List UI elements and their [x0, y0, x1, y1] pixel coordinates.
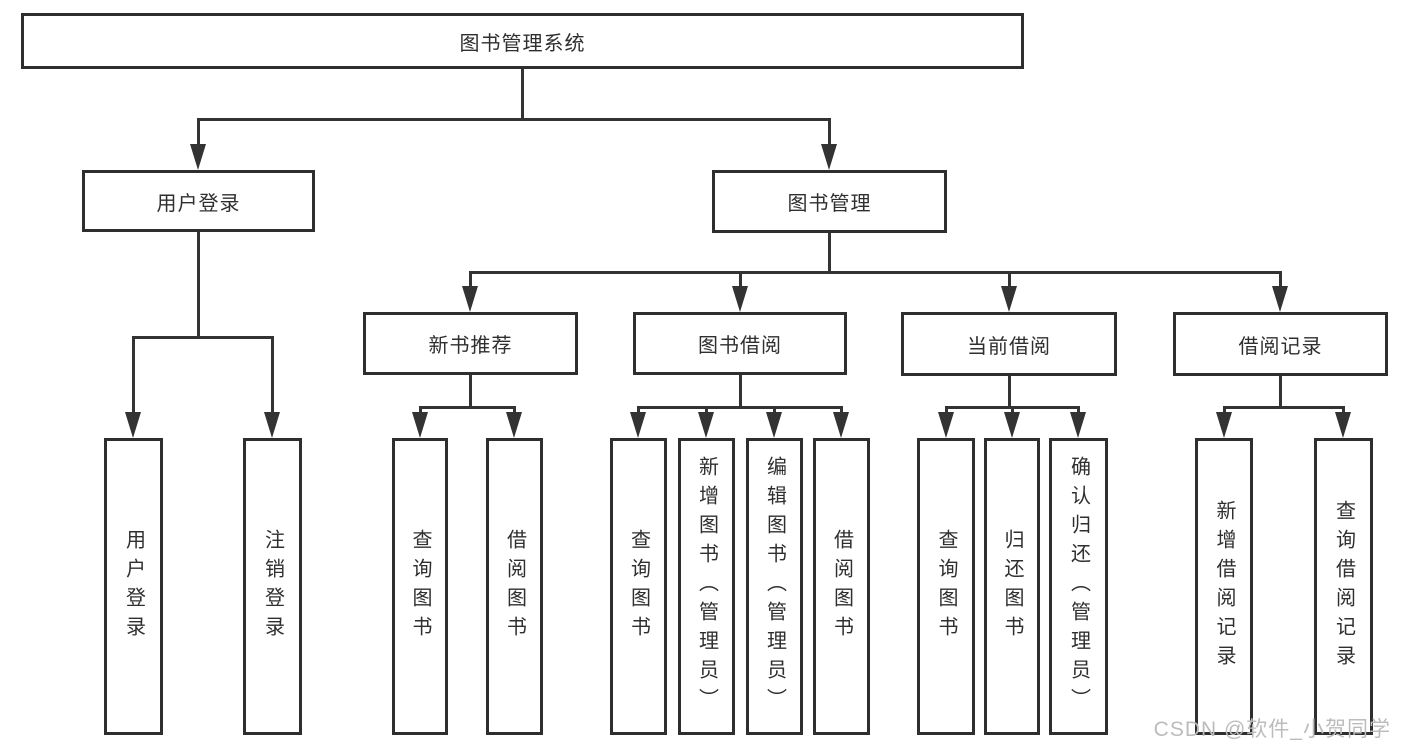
arrow-down-icon	[506, 412, 522, 438]
node-book-mgmt: 图书管理	[712, 170, 947, 233]
connector-line	[739, 375, 742, 408]
arrow-down-icon	[732, 286, 748, 312]
connector-line	[469, 271, 472, 289]
node-borrow-records: 借阅记录	[1173, 312, 1388, 376]
leaf-edit-books-admin: 编辑图书（管理员）	[746, 438, 803, 735]
connector-line	[637, 406, 640, 416]
connector-line	[1077, 406, 1080, 416]
leaf-user-login-label: 用户登录	[122, 528, 145, 645]
node-user-login: 用户登录	[82, 170, 315, 232]
leaf-newbooks-query-books: 查询图书	[392, 438, 448, 735]
arrow-down-icon	[821, 144, 837, 170]
leaf-newbooks-query-books-label: 查询图书	[409, 528, 431, 645]
node-new-books: 新书推荐	[363, 312, 578, 375]
arrow-down-icon	[125, 412, 141, 438]
node-book-borrow: 图书借阅	[633, 312, 847, 375]
connector-line	[1223, 406, 1226, 416]
arrow-down-icon	[1216, 412, 1232, 438]
connector-line	[1279, 376, 1282, 408]
leaf-edit-books-admin-label: 编辑图书（管理员）	[763, 456, 786, 717]
node-root-label: 图书管理系统	[459, 32, 586, 55]
arrow-down-icon	[698, 412, 714, 438]
connector-line	[1008, 271, 1011, 289]
connector-line	[197, 118, 830, 121]
connector-line	[469, 375, 472, 408]
connector-line	[637, 406, 843, 409]
connector-line	[945, 406, 948, 416]
leaf-current-query-books: 查询图书	[917, 438, 975, 735]
arrow-down-icon	[1004, 412, 1020, 438]
connector-line	[1011, 406, 1014, 416]
leaf-return-books-label: 归还图书	[1001, 528, 1023, 645]
arrow-down-icon	[1272, 286, 1288, 312]
node-new-books-label: 新书推荐	[428, 335, 513, 357]
leaf-add-borrow-record: 新增借阅记录	[1195, 438, 1253, 735]
connector-line	[197, 118, 200, 148]
arrow-down-icon	[462, 286, 478, 312]
leaf-confirm-return-admin-label: 确认归还（管理员）	[1067, 456, 1090, 717]
node-root: 图书管理系统	[21, 13, 1024, 69]
leaf-add-books-admin-label: 新增图书（管理员）	[695, 456, 718, 717]
arrow-down-icon	[833, 412, 849, 438]
connector-line	[513, 406, 516, 416]
connector-line	[840, 406, 843, 416]
node-user-login-label: 用户登录	[156, 192, 241, 215]
connector-line	[197, 232, 200, 338]
connector-line	[521, 69, 524, 120]
arrow-down-icon	[766, 412, 782, 438]
leaf-current-query-books-label: 查询图书	[935, 528, 957, 645]
arrow-down-icon	[630, 412, 646, 438]
arrow-down-icon	[1001, 286, 1017, 312]
connector-line	[271, 336, 274, 414]
csdn-watermark: CSDN @软件_小贺同学	[1153, 718, 1391, 741]
connector-line	[1008, 376, 1011, 408]
leaf-borrow-query-books-label: 查询图书	[627, 528, 650, 645]
connector-line	[773, 406, 776, 416]
leaf-query-borrow-record: 查询借阅记录	[1314, 438, 1373, 735]
leaf-return-books: 归还图书	[984, 438, 1040, 735]
node-book-mgmt-label: 图书管理	[787, 193, 872, 215]
connector-line	[419, 406, 422, 416]
connector-line	[132, 336, 273, 339]
arrow-down-icon	[1335, 412, 1351, 438]
node-current-borrow-label: 当前借阅	[967, 335, 1051, 358]
connector-line	[1342, 406, 1345, 416]
leaf-add-borrow-record-label: 新增借阅记录	[1213, 499, 1235, 674]
leaf-add-books-admin: 新增图书（管理员）	[678, 438, 735, 735]
node-borrow-records-label: 借阅记录	[1238, 335, 1323, 358]
connector-line	[1223, 406, 1344, 409]
arrow-down-icon	[190, 144, 206, 170]
leaf-query-borrow-record-label: 查询借阅记录	[1332, 499, 1355, 674]
leaf-borrow-query-books: 查询图书	[610, 438, 667, 735]
connector-line	[739, 271, 742, 289]
connector-line	[705, 406, 708, 416]
arrow-down-icon	[1070, 412, 1086, 438]
leaf-newbooks-borrow-books: 借阅图书	[486, 438, 543, 735]
arrow-down-icon	[938, 412, 954, 438]
leaf-newbooks-borrow-books-label: 借阅图书	[503, 528, 526, 645]
connector-line	[828, 118, 831, 148]
leaf-confirm-return-admin: 确认归还（管理员）	[1049, 438, 1108, 735]
connector-line	[419, 406, 516, 409]
node-book-borrow-label: 图书借阅	[698, 335, 782, 357]
leaf-borrow-borrow-books-label: 借阅图书	[830, 528, 853, 645]
leaf-logout-label: 注销登录	[261, 528, 284, 645]
leaf-logout: 注销登录	[243, 438, 302, 735]
leaf-user-login: 用户登录	[104, 438, 163, 735]
arrow-down-icon	[412, 412, 428, 438]
arrow-down-icon	[264, 412, 280, 438]
connector-line	[132, 336, 135, 414]
node-current-borrow: 当前借阅	[901, 312, 1117, 376]
leaf-borrow-borrow-books: 借阅图书	[813, 438, 870, 735]
connector-line	[469, 271, 1281, 274]
connector-line	[1279, 271, 1282, 289]
connector-line	[828, 233, 831, 273]
